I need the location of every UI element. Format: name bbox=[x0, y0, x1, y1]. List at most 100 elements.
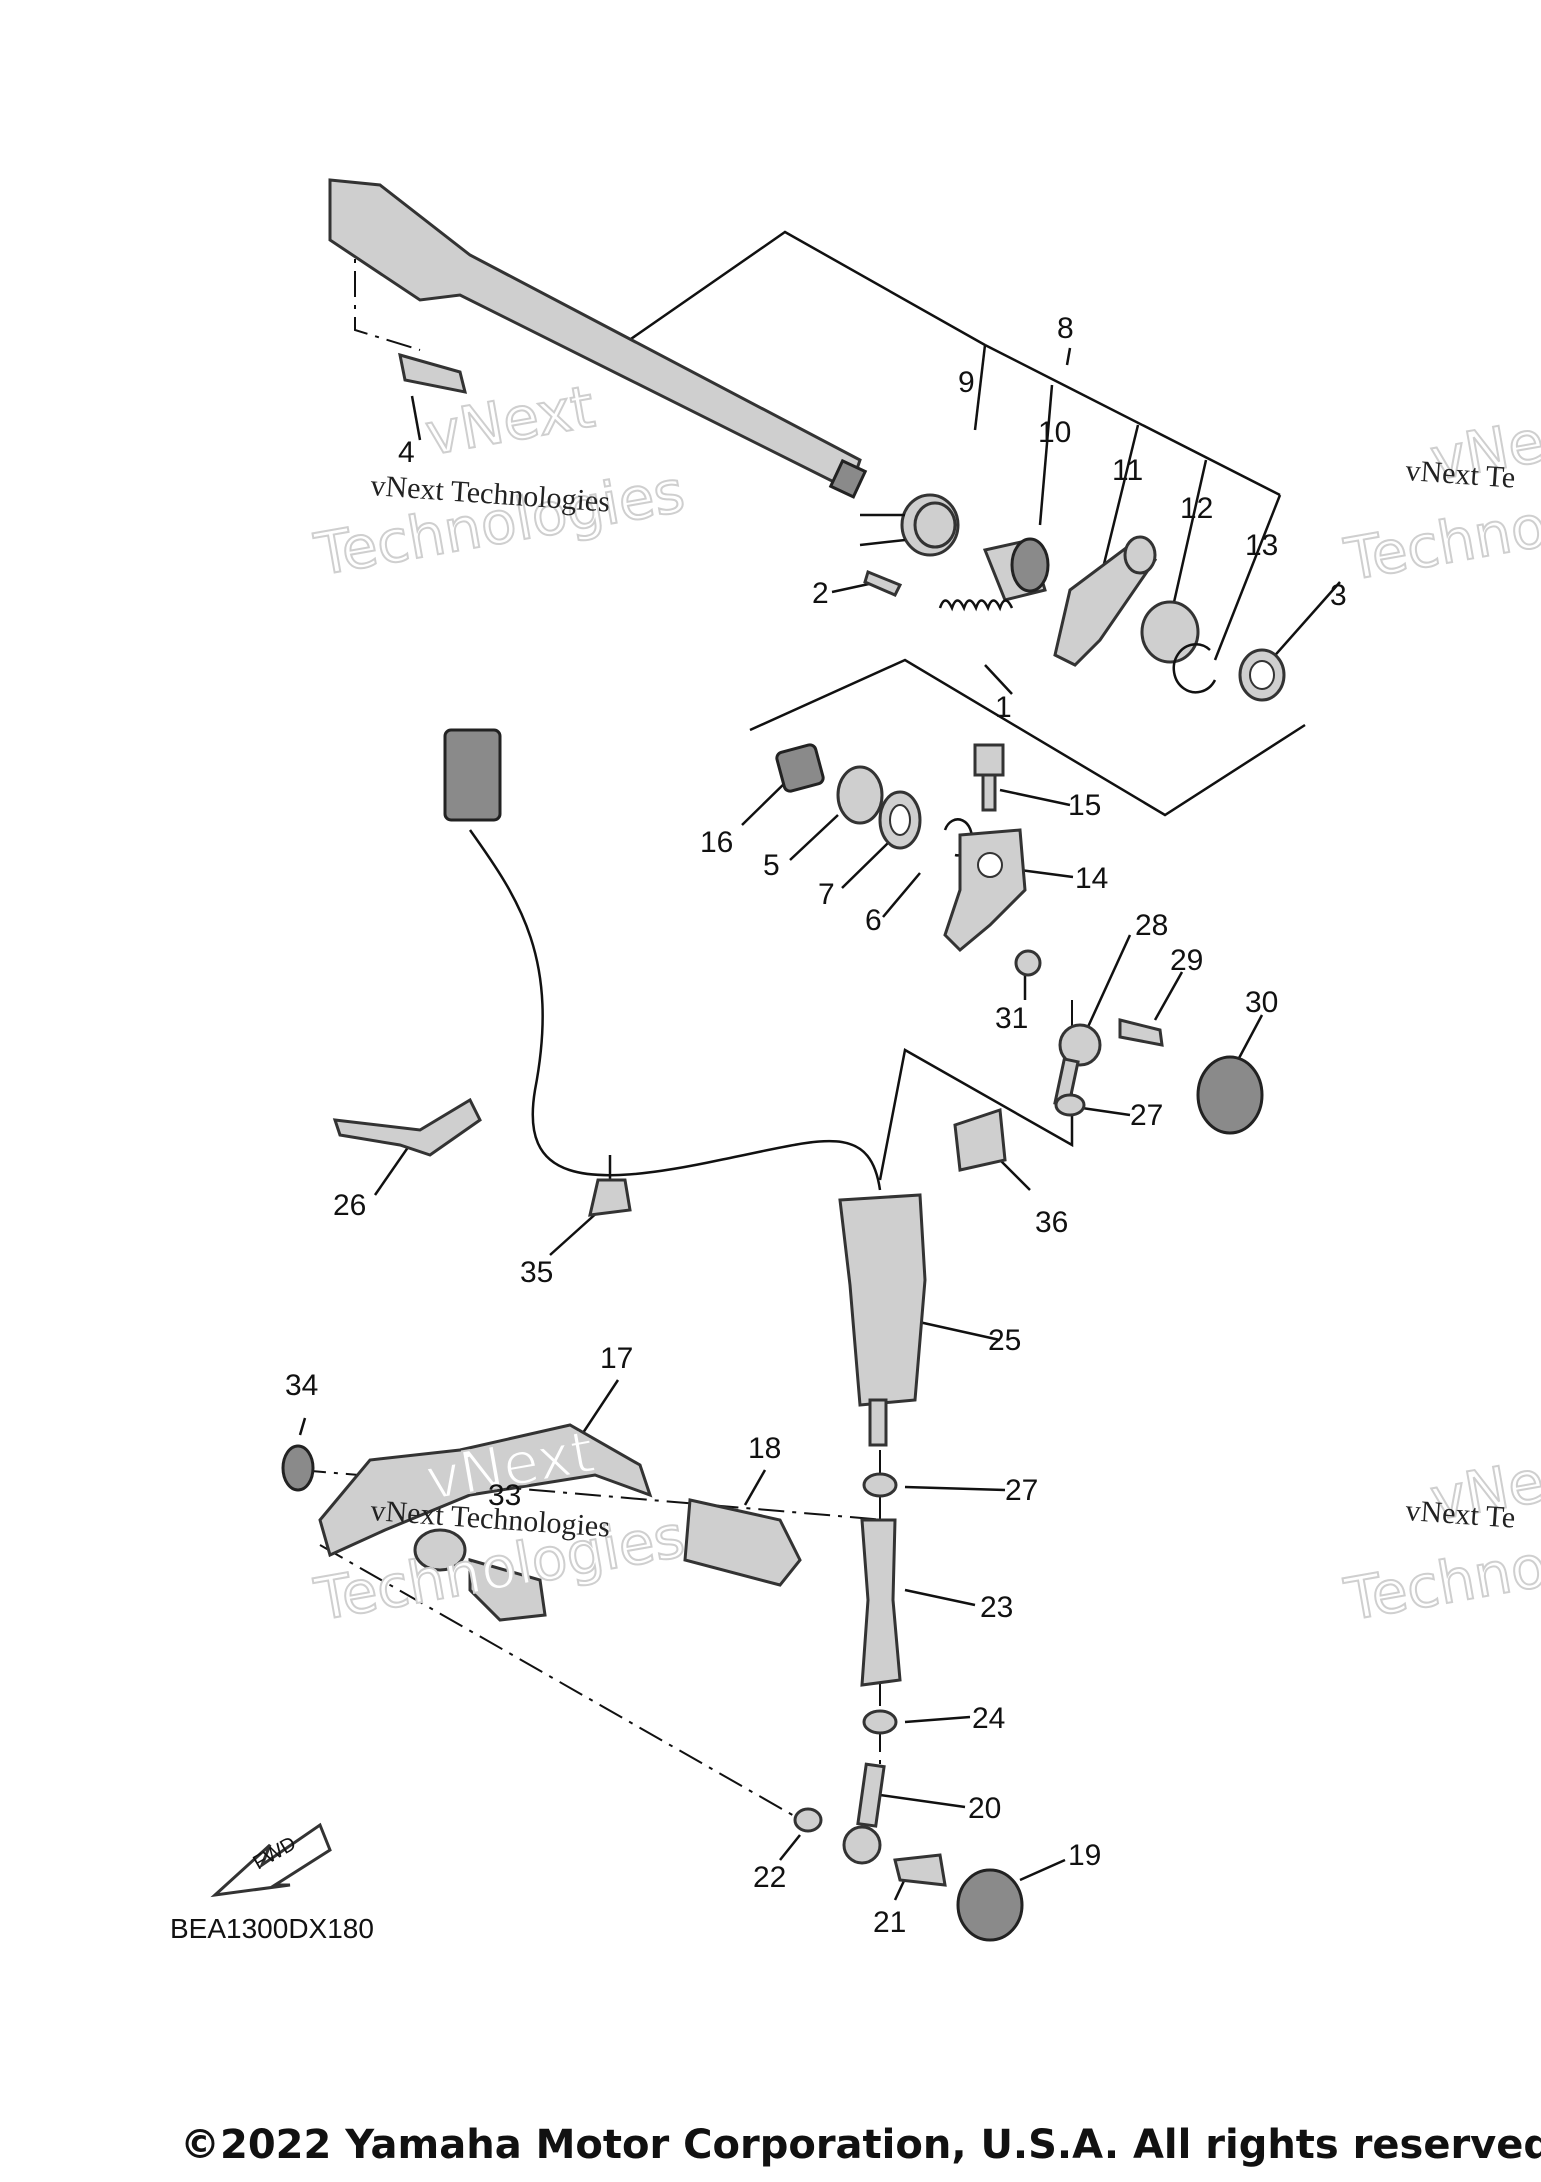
callout-9: 9 bbox=[958, 366, 975, 399]
fwd-arrow-icon bbox=[210, 1822, 332, 1898]
callout-14: 14 bbox=[1075, 862, 1108, 895]
callout-24: 24 bbox=[972, 1702, 1005, 1735]
leader-23 bbox=[904, 1588, 976, 1607]
nut-27-lower bbox=[862, 1472, 898, 1498]
callout-6: 6 bbox=[865, 904, 882, 937]
callout-35: 35 bbox=[520, 1256, 553, 1289]
actuator-shaft bbox=[868, 1398, 888, 1447]
callout-29: 29 bbox=[1170, 944, 1203, 977]
nut-24 bbox=[862, 1709, 898, 1735]
leader-5 bbox=[789, 814, 839, 861]
leader-34 bbox=[298, 1417, 307, 1436]
callout-28: 28 bbox=[1135, 909, 1168, 942]
watermark-big-4b: Techno bbox=[1340, 1532, 1541, 1634]
leader-1 bbox=[984, 664, 1013, 695]
bolt-29 bbox=[1118, 1018, 1164, 1047]
callout-30: 30 bbox=[1245, 986, 1278, 1019]
leader-28 bbox=[1080, 934, 1132, 1041]
pin-4 bbox=[398, 352, 468, 394]
bolt-15-shank bbox=[981, 773, 997, 812]
callout-4: 4 bbox=[398, 436, 415, 469]
sensor-cable bbox=[468, 829, 882, 1191]
leader-29 bbox=[1153, 971, 1184, 1021]
callout-34: 34 bbox=[285, 1369, 318, 1402]
grommet-35 bbox=[588, 1178, 632, 1217]
shift-arm-14 bbox=[943, 828, 1027, 953]
callout-12: 12 bbox=[1180, 492, 1213, 525]
clip-33 bbox=[413, 1528, 467, 1572]
callout-11: 11 bbox=[1112, 454, 1143, 487]
leader-35 bbox=[549, 1209, 601, 1256]
callout-18: 18 bbox=[748, 1432, 781, 1465]
watermark-name-4: vNext Te bbox=[1405, 1494, 1517, 1535]
callout-22: 22 bbox=[753, 1861, 786, 1894]
leader-36 bbox=[999, 1159, 1031, 1191]
callout-27-lower: 27 bbox=[1005, 1474, 1038, 1507]
watermark-name-2: vNext Te bbox=[1405, 454, 1517, 495]
cap-36 bbox=[953, 1107, 1007, 1172]
collar-10-face bbox=[1010, 537, 1050, 593]
leader-14 bbox=[1019, 868, 1074, 879]
circlip-13 bbox=[1172, 643, 1217, 694]
leader-4 bbox=[410, 395, 422, 441]
tension-spring-1 bbox=[938, 599, 1014, 612]
shift-rod-23 bbox=[860, 1518, 902, 1687]
callout-27-upper: 27 bbox=[1130, 1099, 1163, 1132]
sensor-connector bbox=[443, 728, 502, 822]
callout-21: 21 bbox=[873, 1906, 906, 1939]
leader-24 bbox=[904, 1715, 971, 1724]
bolt-15-head bbox=[973, 743, 1005, 777]
washer-12 bbox=[1140, 600, 1200, 664]
callout-labels: 8 9 10 11 12 13 3 2 1 4 15 14 16 5 7 6 2… bbox=[285, 312, 1347, 1939]
leader-27b bbox=[904, 1485, 1006, 1492]
callout-20: 20 bbox=[968, 1792, 1001, 1825]
callout-10: 10 bbox=[1038, 416, 1071, 449]
pedal-rubber-18 bbox=[683, 1498, 802, 1587]
lever-11-boss bbox=[1123, 535, 1157, 575]
leader-15 bbox=[999, 788, 1071, 807]
callout-13: 13 bbox=[1245, 529, 1278, 562]
axis-shaft-pin bbox=[354, 225, 421, 351]
leader-11 bbox=[1101, 424, 1140, 569]
washer-34 bbox=[281, 1444, 315, 1492]
bracket-1 bbox=[749, 658, 1306, 817]
bracket-8-right bbox=[984, 343, 1281, 497]
pivot-bolt bbox=[468, 1558, 547, 1622]
leader-22 bbox=[779, 1834, 801, 1861]
diagram-code: BEA1300DX180 bbox=[170, 1913, 374, 1944]
callout-26: 26 bbox=[333, 1189, 366, 1222]
leader-30 bbox=[1236, 1014, 1264, 1061]
callout-7: 7 bbox=[818, 878, 835, 911]
callout-3: 3 bbox=[1330, 579, 1347, 612]
leader-27a bbox=[1081, 1106, 1131, 1117]
bolt-2 bbox=[863, 569, 903, 597]
nut-31 bbox=[1014, 949, 1042, 977]
callout-17: 17 bbox=[600, 1342, 633, 1375]
shift-shaft-end bbox=[828, 458, 868, 499]
copyright-notice: ©2022 Yamaha Motor Corporation, U.S.A. A… bbox=[180, 2122, 1541, 2168]
bracket-36 bbox=[878, 1048, 1074, 1181]
callout-19: 19 bbox=[1068, 1839, 1101, 1872]
callout-15: 15 bbox=[1068, 789, 1101, 822]
leader-7 bbox=[841, 842, 889, 889]
rod-end-20 bbox=[856, 1762, 886, 1828]
cable-clamp-26 bbox=[332, 1097, 482, 1157]
bracket-8-top bbox=[614, 230, 986, 352]
leader-6 bbox=[882, 872, 921, 918]
bushing-16 bbox=[775, 743, 825, 793]
callout-23: 23 bbox=[980, 1591, 1013, 1624]
callout-2: 2 bbox=[812, 577, 829, 610]
leader-18 bbox=[743, 1469, 767, 1506]
callout-5: 5 bbox=[763, 849, 780, 882]
shift-pedal-17 bbox=[318, 1423, 653, 1558]
ball-joint-19 bbox=[956, 1868, 1024, 1942]
leader-9 bbox=[973, 344, 987, 431]
leader-20 bbox=[879, 1793, 966, 1809]
parts: FWD bbox=[210, 178, 1286, 1942]
callout-33: 33 bbox=[488, 1479, 521, 1512]
rod-end-28 bbox=[1058, 1023, 1102, 1067]
axis-pedal-link bbox=[319, 1544, 811, 1826]
bolt-21 bbox=[893, 1853, 947, 1887]
